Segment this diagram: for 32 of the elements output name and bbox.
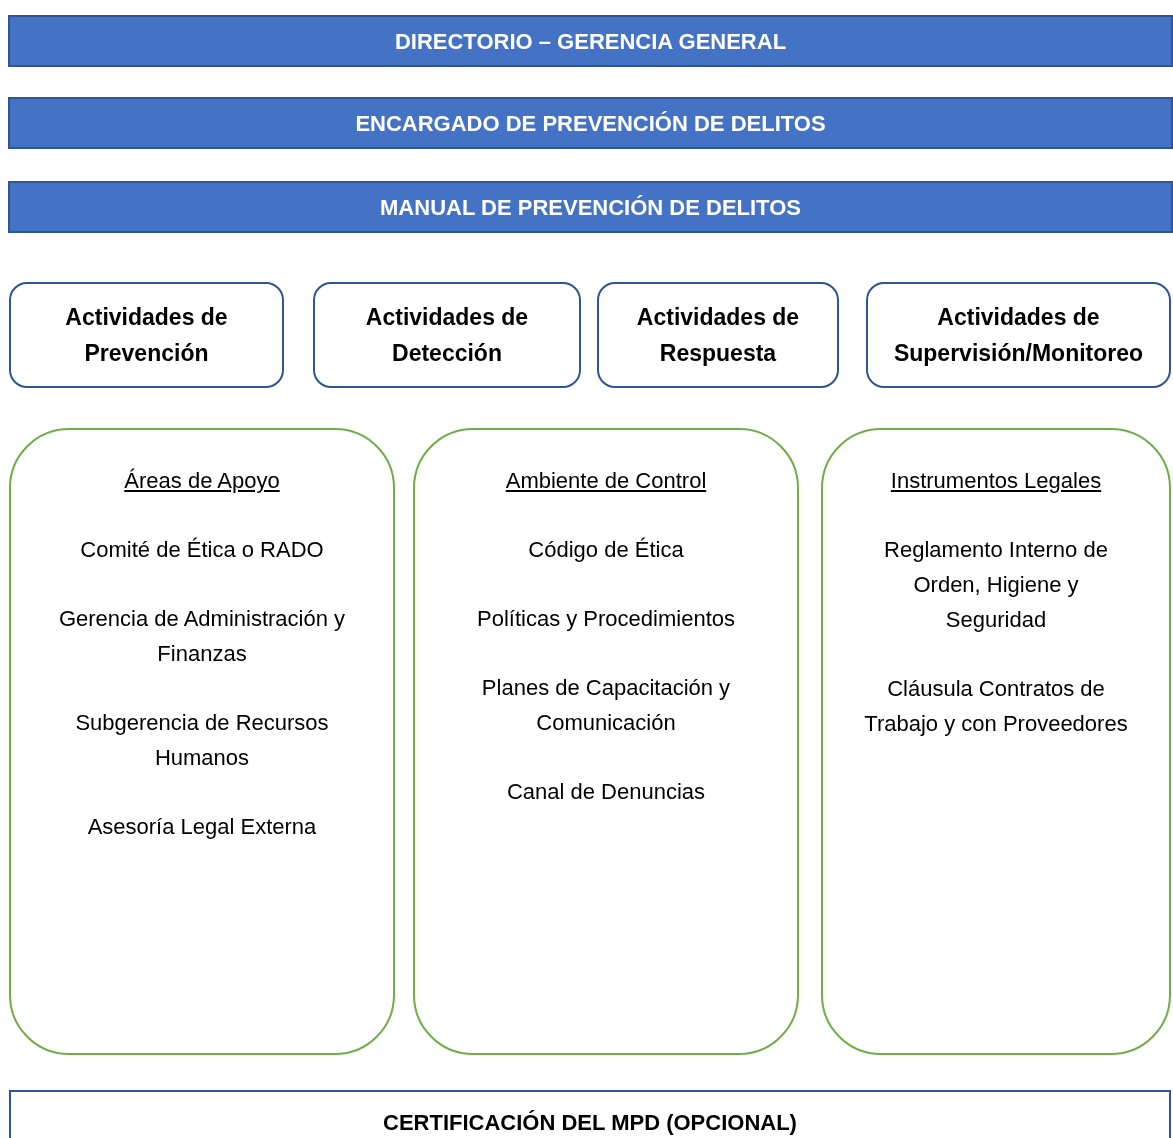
group-item: Código de Ética: [528, 536, 684, 564]
group-item: Cláusula Contratos de Trabajo y con Proveedores: [863, 675, 1129, 738]
activity-box: [313, 282, 581, 388]
activity-box: [866, 282, 1171, 388]
group-item: Canal de Denuncias: [506, 778, 706, 806]
activity-title: Actividades de Detección: [364, 303, 530, 368]
group-item: Políticas y Procedimientos: [477, 605, 735, 633]
group-panel: [9, 428, 395, 1055]
group-panel: [413, 428, 799, 1055]
certification-box: [9, 1090, 1171, 1138]
group-item: Gerencia de Administración y Finanzas: [57, 605, 347, 668]
group-item: Subgerencia de Recursos Humanos: [74, 709, 330, 772]
group-panel: [821, 428, 1171, 1055]
group-heading: Ambiente de Control: [505, 467, 707, 495]
activity-box: [9, 282, 284, 388]
group-item: Asesoría Legal Externa: [87, 813, 317, 841]
bar-title: MANUAL DE PREVENCIÓN DE DELITOS: [380, 193, 801, 222]
activity-title: Actividades de Supervisión/Monitoreo: [892, 303, 1145, 368]
bar-title: ENCARGADO DE PREVENCIÓN DE DELITOS: [355, 109, 826, 138]
activity-box: [597, 282, 839, 388]
title-bar: [8, 181, 1173, 233]
activity-title: Actividades de Respuesta: [635, 303, 801, 368]
bar-title: DIRECTORIO – GERENCIA GENERAL: [394, 27, 787, 56]
group-item: Planes de Capacitación y Comunicación: [480, 674, 732, 737]
title-bar: [8, 15, 1173, 67]
certification-title: CERTIFICACIÓN DEL MPD (OPCIONAL): [383, 1109, 797, 1137]
group-item: Comité de Ética o RADO: [80, 536, 324, 564]
group-heading: Instrumentos Legales: [890, 467, 1102, 495]
group-heading: Áreas de Apoyo: [124, 467, 280, 495]
group-item: Reglamento Interno de Orden, Higiene y Seguridad: [883, 536, 1109, 634]
title-bar: [8, 97, 1173, 149]
activity-title: Actividades de Prevención: [64, 303, 229, 368]
